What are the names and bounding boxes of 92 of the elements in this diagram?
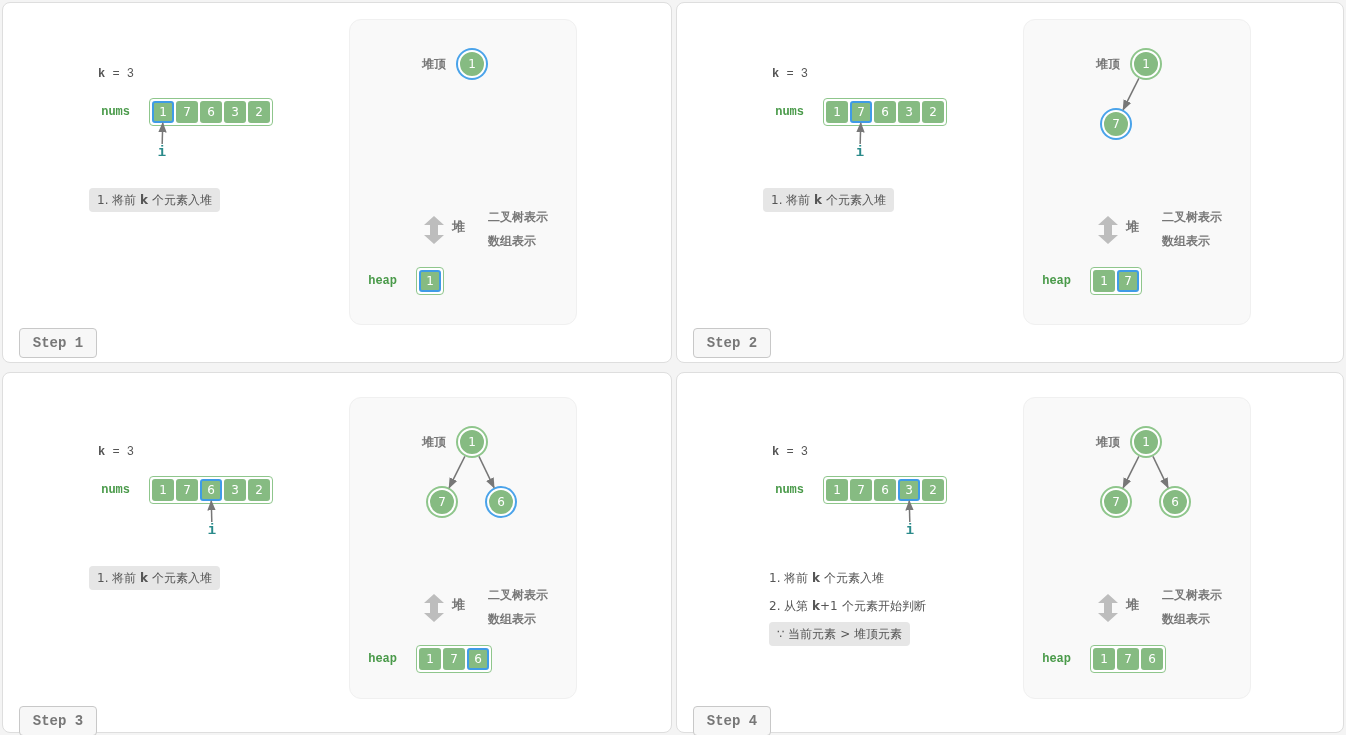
step-note: 1. 将前 k 个元素入堆 <box>769 570 884 586</box>
heap-panel <box>349 19 577 325</box>
array-cell: 7 <box>850 479 872 501</box>
representation-label: 二叉树表示 <box>1162 587 1222 603</box>
array-cell: 7 <box>850 101 872 123</box>
heap-top-label: 堆顶 <box>422 56 446 73</box>
index-pointer: i <box>903 522 917 538</box>
array-cell: 6 <box>467 648 489 670</box>
index-pointer: i <box>205 522 219 538</box>
heap-label: 堆 <box>1126 219 1139 235</box>
arrow <box>158 121 167 145</box>
array-cell: 6 <box>200 101 222 123</box>
index-pointer: i <box>853 144 867 160</box>
step-note: 1. 将前 k 个元素入堆 <box>89 188 220 212</box>
step-note: 1. 将前 k 个元素入堆 <box>89 566 220 590</box>
arrow <box>856 121 865 145</box>
array-cell: 7 <box>176 101 198 123</box>
array-cell: 7 <box>1117 270 1139 292</box>
heap-label: 堆 <box>452 219 465 235</box>
representation-label: 数组表示 <box>1162 611 1210 627</box>
array-cell: 1 <box>419 270 441 292</box>
representation-label: 数组表示 <box>488 611 536 627</box>
representation-label: 数组表示 <box>1162 233 1210 249</box>
array-cell: 7 <box>443 648 465 670</box>
heap-panel <box>1023 19 1251 325</box>
step-panel <box>676 372 1344 733</box>
array-cell: 1 <box>1093 648 1115 670</box>
array-cell: 1 <box>419 648 441 670</box>
representation-label: 数组表示 <box>488 233 536 249</box>
heap-top-label: 堆顶 <box>1096 56 1120 73</box>
array-cell: 6 <box>874 479 896 501</box>
heap-node: 7 <box>1102 110 1130 138</box>
representation-label: 二叉树表示 <box>488 587 548 603</box>
step-button: Step 4 <box>693 706 771 735</box>
arrow <box>478 455 495 489</box>
array-name: heap <box>368 651 397 668</box>
array-cell: 3 <box>224 479 246 501</box>
variable-label: k = 3 <box>98 444 134 460</box>
array-cell: 1 <box>826 479 848 501</box>
heap-panel <box>349 397 577 699</box>
arrow <box>905 499 914 523</box>
array-cell: 1 <box>152 101 174 123</box>
arrow <box>1122 77 1140 111</box>
array-name: nums <box>101 482 130 499</box>
array-name: nums <box>775 104 804 121</box>
array-name: nums <box>101 104 130 121</box>
array-cell: 2 <box>248 479 270 501</box>
heap-top-label: 堆顶 <box>1096 434 1120 451</box>
array-cell: 1 <box>826 101 848 123</box>
array-cell: 6 <box>200 479 222 501</box>
arrow <box>1122 455 1140 489</box>
array-cell: 7 <box>1117 648 1139 670</box>
arrow <box>448 455 466 489</box>
step-button: Step 1 <box>19 328 97 358</box>
heap-label: 堆 <box>1126 597 1139 613</box>
array-name: heap <box>1042 651 1071 668</box>
array-cell: 6 <box>874 101 896 123</box>
heap-label: 堆 <box>452 597 465 613</box>
array-cell: 2 <box>248 101 270 123</box>
heap-node: 6 <box>487 488 515 516</box>
step-panel <box>2 372 672 733</box>
variable-label: k = 3 <box>772 444 808 460</box>
array-name: heap <box>1042 273 1071 290</box>
step-button: Step 2 <box>693 328 771 358</box>
step-note: ∵ 当前元素 > 堆顶元素 <box>769 622 911 646</box>
array-cell: 7 <box>176 479 198 501</box>
array-name: heap <box>368 273 397 290</box>
array-cell: 3 <box>224 101 246 123</box>
array-cell: 2 <box>922 479 944 501</box>
step-note: 1. 将前 k 个元素入堆 <box>763 188 894 212</box>
array-cell: 1 <box>152 479 174 501</box>
representation-label: 二叉树表示 <box>488 209 548 225</box>
heap-node: 7 <box>1102 488 1130 516</box>
representation-label: 二叉树表示 <box>1162 209 1222 225</box>
heap-node: 7 <box>428 488 456 516</box>
variable-label: k = 3 <box>98 66 134 82</box>
heap-panel <box>1023 397 1251 699</box>
array-cell: 3 <box>898 479 920 501</box>
index-pointer: i <box>155 144 169 160</box>
arrow <box>207 499 216 523</box>
heap-top-label: 堆顶 <box>422 434 446 451</box>
array-cell: 3 <box>898 101 920 123</box>
array-cell: 1 <box>1093 270 1115 292</box>
step-button: Step 3 <box>19 706 97 735</box>
array-name: nums <box>775 482 804 499</box>
step-panel <box>2 2 672 363</box>
array-cell: 2 <box>922 101 944 123</box>
array-cell: 6 <box>1141 648 1163 670</box>
heap-node: 6 <box>1161 488 1189 516</box>
variable-label: k = 3 <box>772 66 808 82</box>
step-panel <box>676 2 1344 363</box>
arrow <box>1152 455 1169 489</box>
